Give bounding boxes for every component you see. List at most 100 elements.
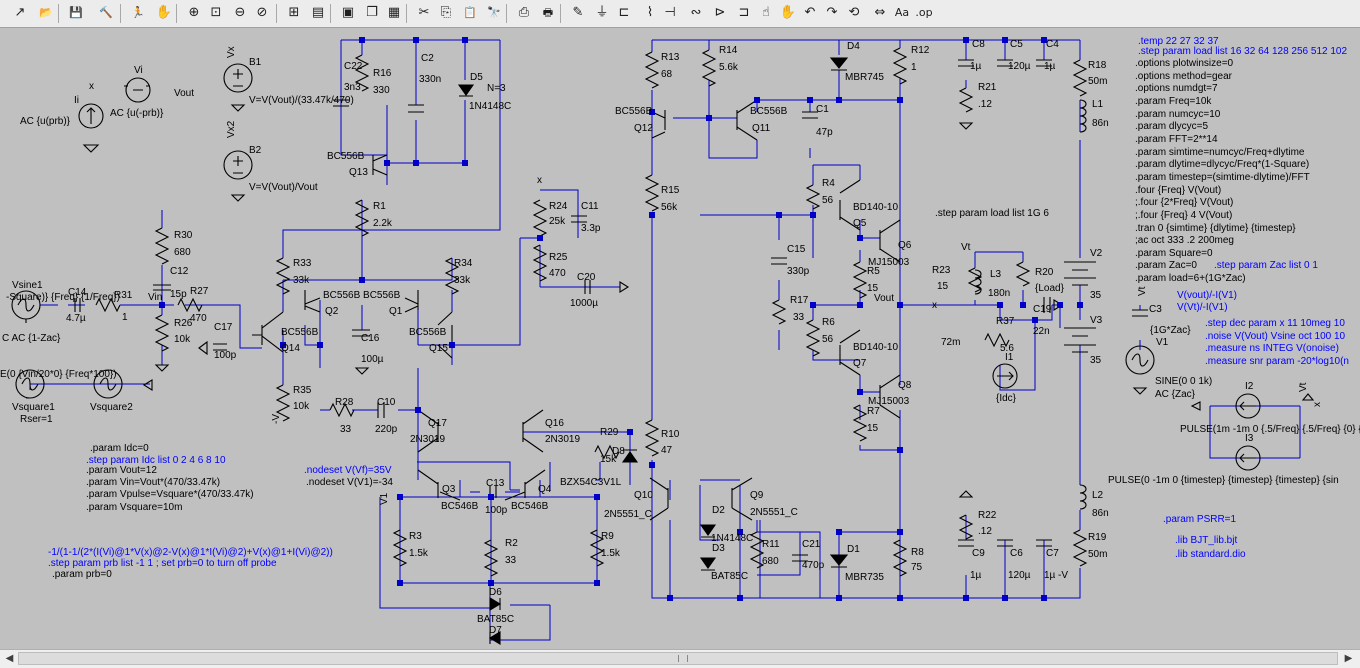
spice-directive[interactable]: .noise V(Vout) Vsine oct 100 10: [1205, 331, 1346, 342]
control-panel-icon[interactable]: 🔨: [99, 6, 113, 19]
zoom-area-icon[interactable]: ⊡: [210, 5, 222, 20]
run-icon[interactable]: 🏃: [131, 6, 145, 19]
spice-directive[interactable]: .lib standard.dio: [1175, 549, 1246, 560]
component-label: SINE(0 0 1k): [1155, 376, 1212, 387]
component-label: Q2: [325, 306, 339, 317]
draw-wire-icon[interactable]: ✎: [572, 5, 584, 20]
view-netlist-icon[interactable]: ▤: [311, 5, 325, 20]
component-label: 120µ: [1008, 570, 1031, 581]
component-label: .param dlytime=dlycyc/Freq*(1-Square): [1135, 159, 1309, 170]
component-label: Q17: [428, 418, 447, 429]
component-label: AC {Zac}: [1155, 389, 1196, 400]
spice-directive[interactable]: .lib BJT_lib.bjt: [1175, 535, 1237, 546]
spice-directive[interactable]: .param PSRR=1: [1163, 514, 1237, 525]
spice-directive[interactable]: .nodeset V(Vf)=35V: [304, 465, 392, 476]
toolbar-separator: [560, 4, 561, 23]
component-label: 680: [762, 556, 779, 567]
cascade-windows-icon[interactable]: ❐: [366, 5, 378, 20]
component-label: .param timestep=(simtime-dlytime)/FFT: [1135, 172, 1310, 183]
component-label: 4.7µ: [66, 313, 86, 324]
scroll-thumb[interactable]: [18, 652, 1338, 665]
component-label: PULSE(0 -1m 0 {timestep} {timestep} {tim…: [1108, 475, 1339, 486]
move-icon[interactable]: ☝: [762, 5, 770, 20]
resistor-icon[interactable]: ⌇: [646, 5, 654, 20]
pan-icon[interactable]: ✋: [155, 5, 173, 20]
component-label: Q14: [281, 343, 300, 354]
inductor-icon[interactable]: ∾: [690, 5, 702, 20]
component-icon[interactable]: ⊐: [738, 5, 750, 20]
label-net-icon[interactable]: ⊏: [618, 5, 630, 20]
component-label: 330n: [419, 74, 441, 85]
component-label: D6: [489, 587, 502, 598]
component-label: BC556B: [327, 151, 365, 162]
component-label: I1: [1005, 352, 1014, 363]
spice-directive[interactable]: V(Vt)/-I(V1): [1177, 302, 1228, 313]
component-label: C14: [68, 287, 87, 298]
component-label: R24: [549, 201, 568, 212]
component-label: Vt: [1298, 382, 1309, 392]
mirror-icon[interactable]: ⇔: [874, 5, 886, 20]
copy-icon[interactable]: ⎘: [440, 5, 452, 20]
diode-icon[interactable]: ⊳: [714, 5, 726, 20]
spice-directive[interactable]: .step param Zac list 0 1: [1214, 260, 1318, 271]
tile-windows-icon[interactable]: ▣: [341, 5, 355, 20]
save-icon[interactable]: 💾: [69, 6, 83, 19]
component-label: .12: [978, 99, 992, 110]
component-label: .step param load list 1G 6: [935, 208, 1049, 219]
component-label: 1: [122, 312, 128, 323]
component-label: Q9: [750, 490, 764, 501]
spice-directive[interactable]: .step param load list 16 32 64 128 256 5…: [1138, 46, 1347, 57]
spice-directive[interactable]: .step param prb list -1 1 ; set prb=0 to…: [48, 558, 277, 569]
print-setup-icon[interactable]: ⎙: [518, 5, 530, 20]
spice-directive[interactable]: .measure snr param -20*log10(n: [1205, 356, 1349, 367]
component-label: R34: [454, 258, 473, 269]
capacitor-icon[interactable]: ⊣: [664, 5, 676, 20]
open-schematic-icon[interactable]: ↗: [14, 5, 26, 20]
component-label: 5.6k: [719, 62, 739, 73]
print-icon[interactable]: 🖶: [542, 6, 554, 19]
scroll-left-arrow-icon[interactable]: ◀: [5, 653, 14, 664]
find-icon[interactable]: 🔭: [487, 6, 501, 19]
component-label: .param Vout=12: [86, 465, 157, 476]
component-label: 15: [867, 283, 879, 294]
spice-directive[interactable]: .step param Idc list 0 2 4 6 8 10: [86, 455, 226, 466]
ground-icon[interactable]: ⏚: [595, 5, 609, 20]
spice-directive[interactable]: .measure ns INTEG V(onoise): [1205, 343, 1339, 354]
component-label: 3n3: [344, 82, 361, 93]
spice-directive-icon[interactable]: .op: [915, 6, 933, 19]
component-label: Q11: [752, 123, 771, 134]
component-label: V1: [1156, 337, 1169, 348]
component-label: C16: [361, 333, 380, 344]
undo-icon[interactable]: ↶: [804, 5, 816, 20]
zoom-out-icon[interactable]: ⊖: [234, 5, 246, 20]
rotate-icon[interactable]: ⟲: [848, 5, 860, 20]
redo-icon[interactable]: ↷: [826, 5, 838, 20]
spice-directives[interactable]: .temp 22 27 32 37.step param load list 1…: [48, 36, 1349, 569]
spice-directive[interactable]: .temp 22 27 32 37: [1138, 36, 1219, 47]
autorange-icon[interactable]: ⊞: [288, 5, 300, 20]
zoom-fit-icon[interactable]: ⊘: [256, 5, 268, 20]
component-label: 330: [373, 85, 390, 96]
spice-directive[interactable]: .step dec param x 11 10meg 10: [1205, 318, 1345, 329]
open-folder-icon[interactable]: 📂: [39, 6, 53, 19]
cut-icon[interactable]: ✂: [418, 5, 430, 20]
text-icon[interactable]: Aa: [894, 6, 910, 19]
scroll-right-arrow-icon[interactable]: ▶: [1344, 653, 1353, 664]
close-windows-icon[interactable]: ▦: [387, 5, 401, 20]
component-label: BD140-10: [853, 342, 898, 353]
horizontal-scrollbar[interactable]: ◀ ▶: [0, 649, 1360, 668]
spice-directive[interactable]: -1/(1-1/(2*(I(Vi)@1*V(x)@2-V(x)@1*I(Vi)@…: [48, 547, 333, 558]
spice-directive[interactable]: V(vout)/-I(V1): [1177, 290, 1237, 301]
zoom-in-icon[interactable]: ⊕: [188, 5, 200, 20]
component-label: 220p: [375, 424, 398, 435]
component-label: BC546B: [511, 501, 549, 512]
component-label: .12: [978, 526, 992, 537]
drag-icon[interactable]: ✋: [779, 5, 797, 20]
component-label: R14: [719, 45, 738, 56]
component-label: V=V(Vout)/(33.47k/470): [249, 95, 354, 106]
paste-icon[interactable]: 📋: [463, 6, 477, 19]
component-label: 120µ: [1008, 61, 1031, 72]
component-label: 86n: [1092, 118, 1109, 129]
